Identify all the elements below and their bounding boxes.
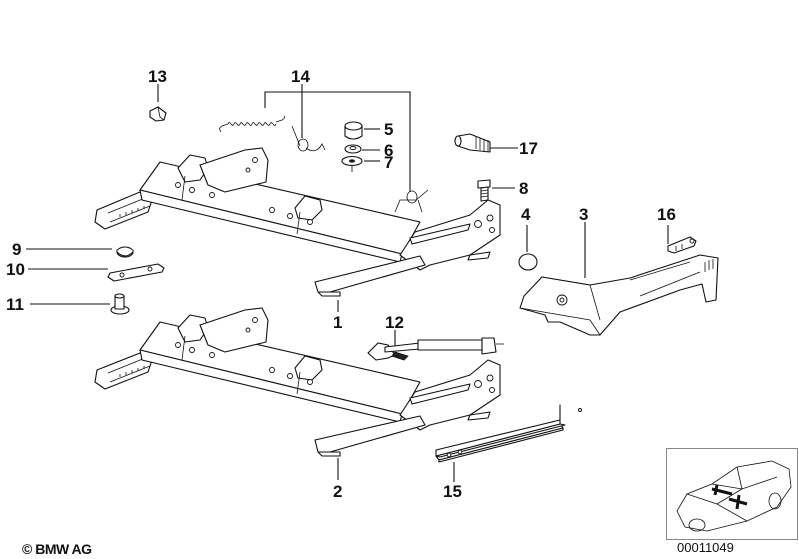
callout-8[interactable]: 8 (519, 179, 529, 198)
part-15-strap[interactable] (435, 404, 582, 463)
part-7-washer[interactable] (341, 155, 363, 173)
callout-12[interactable]: 12 (385, 313, 404, 332)
callout-2[interactable]: 2 (333, 482, 343, 501)
diagram-number: 00011049 (677, 540, 734, 555)
part-14-springs[interactable] (219, 115, 429, 213)
part-3-cover[interactable] (519, 254, 719, 336)
seat-rail-lower[interactable] (94, 307, 501, 457)
part-10-plate[interactable] (107, 263, 165, 282)
part-8-bolt[interactable] (477, 179, 491, 202)
callout-13[interactable]: 13 (148, 67, 167, 86)
callout-1[interactable]: 1 (333, 313, 343, 332)
callout-4[interactable]: 4 (521, 205, 531, 224)
seat-rail-upper[interactable] (94, 147, 501, 297)
car-location-thumbnail (666, 448, 798, 540)
part-11-rivet[interactable] (110, 293, 130, 315)
callout-3[interactable]: 3 (579, 205, 589, 224)
callout-11[interactable]: 11 (6, 295, 24, 314)
callout-14[interactable]: 14 (291, 67, 310, 86)
part-13-clip[interactable] (149, 106, 167, 122)
part-6-nut[interactable] (344, 144, 362, 154)
callout-16[interactable]: 16 (657, 205, 676, 224)
copyright-text: © BMW AG (22, 541, 92, 557)
part-4-cap[interactable] (518, 253, 538, 271)
car-location-icon (676, 460, 792, 532)
part-16-clip[interactable] (667, 236, 697, 254)
part-17-pin[interactable] (454, 133, 491, 153)
callout-9[interactable]: 9 (12, 240, 22, 259)
callout-15[interactable]: 15 (443, 482, 462, 501)
part-5-bushing[interactable] (344, 121, 363, 140)
part-9-nut[interactable] (116, 246, 134, 258)
callout-7[interactable]: 7 (384, 153, 394, 172)
leader-lines (26, 84, 669, 482)
part-12-adjuster-rod[interactable] (367, 337, 504, 361)
callout-17[interactable]: 17 (519, 139, 538, 158)
callout-6[interactable]: 6 (384, 141, 394, 160)
callout-10[interactable]: 10 (6, 260, 25, 279)
callout-5[interactable]: 5 (384, 120, 394, 139)
